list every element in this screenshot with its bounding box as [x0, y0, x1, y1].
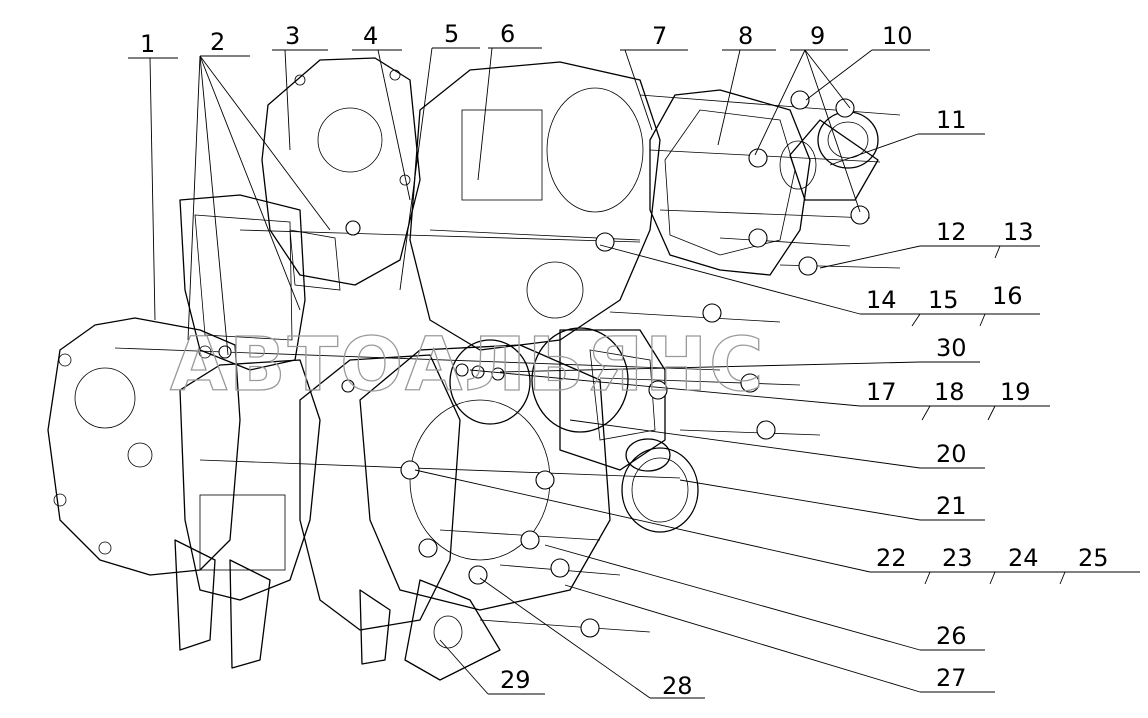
callout-29: 29 — [500, 666, 531, 694]
callout-30: 30 — [936, 334, 967, 362]
callout-28: 28 — [662, 672, 693, 700]
callout-15: 15 — [928, 286, 959, 314]
callout-25: 25 — [1078, 544, 1109, 572]
callout-26: 26 — [936, 622, 967, 650]
callout-21: 21 — [936, 492, 967, 520]
pump-assembly — [449, 327, 666, 471]
flange-plate — [649, 89, 811, 276]
callout-27: 27 — [936, 664, 967, 692]
bolt-heads — [218, 90, 870, 638]
callout-labels: 1 2 3 4 5 6 7 8 9 10 11 12 13 14 15 16 1… — [140, 20, 1109, 700]
callout-18: 18 — [934, 378, 965, 406]
callout-9: 9 — [810, 22, 825, 50]
callout-24: 24 — [1008, 544, 1039, 572]
callout-20: 20 — [936, 440, 967, 468]
upper-gasket — [261, 57, 421, 291]
callout-7: 7 — [652, 22, 667, 50]
callout-23: 23 — [942, 544, 973, 572]
callout-22: 22 — [876, 544, 907, 572]
leader-lines — [128, 47, 1140, 699]
callout-14: 14 — [866, 286, 897, 314]
front-gasket-plate — [47, 317, 241, 576]
callout-4: 4 — [363, 22, 378, 50]
callout-10: 10 — [882, 22, 913, 50]
callout-11: 11 — [936, 106, 967, 134]
outlet-pipe — [779, 111, 879, 201]
callout-1: 1 — [140, 30, 155, 58]
callout-5: 5 — [444, 20, 459, 48]
watermark-text: АВТОАЛЬЯНС — [170, 322, 765, 408]
callout-6: 6 — [500, 20, 515, 48]
callout-19: 19 — [1000, 378, 1031, 406]
oil-seal — [621, 438, 699, 533]
callout-2: 2 — [210, 28, 225, 56]
main-housing — [409, 61, 661, 351]
callout-17: 17 — [866, 378, 897, 406]
callout-16: 16 — [992, 282, 1023, 310]
callout-3: 3 — [285, 22, 300, 50]
callout-12: 12 — [936, 218, 967, 246]
callout-8: 8 — [738, 22, 753, 50]
callout-13: 13 — [1003, 218, 1034, 246]
